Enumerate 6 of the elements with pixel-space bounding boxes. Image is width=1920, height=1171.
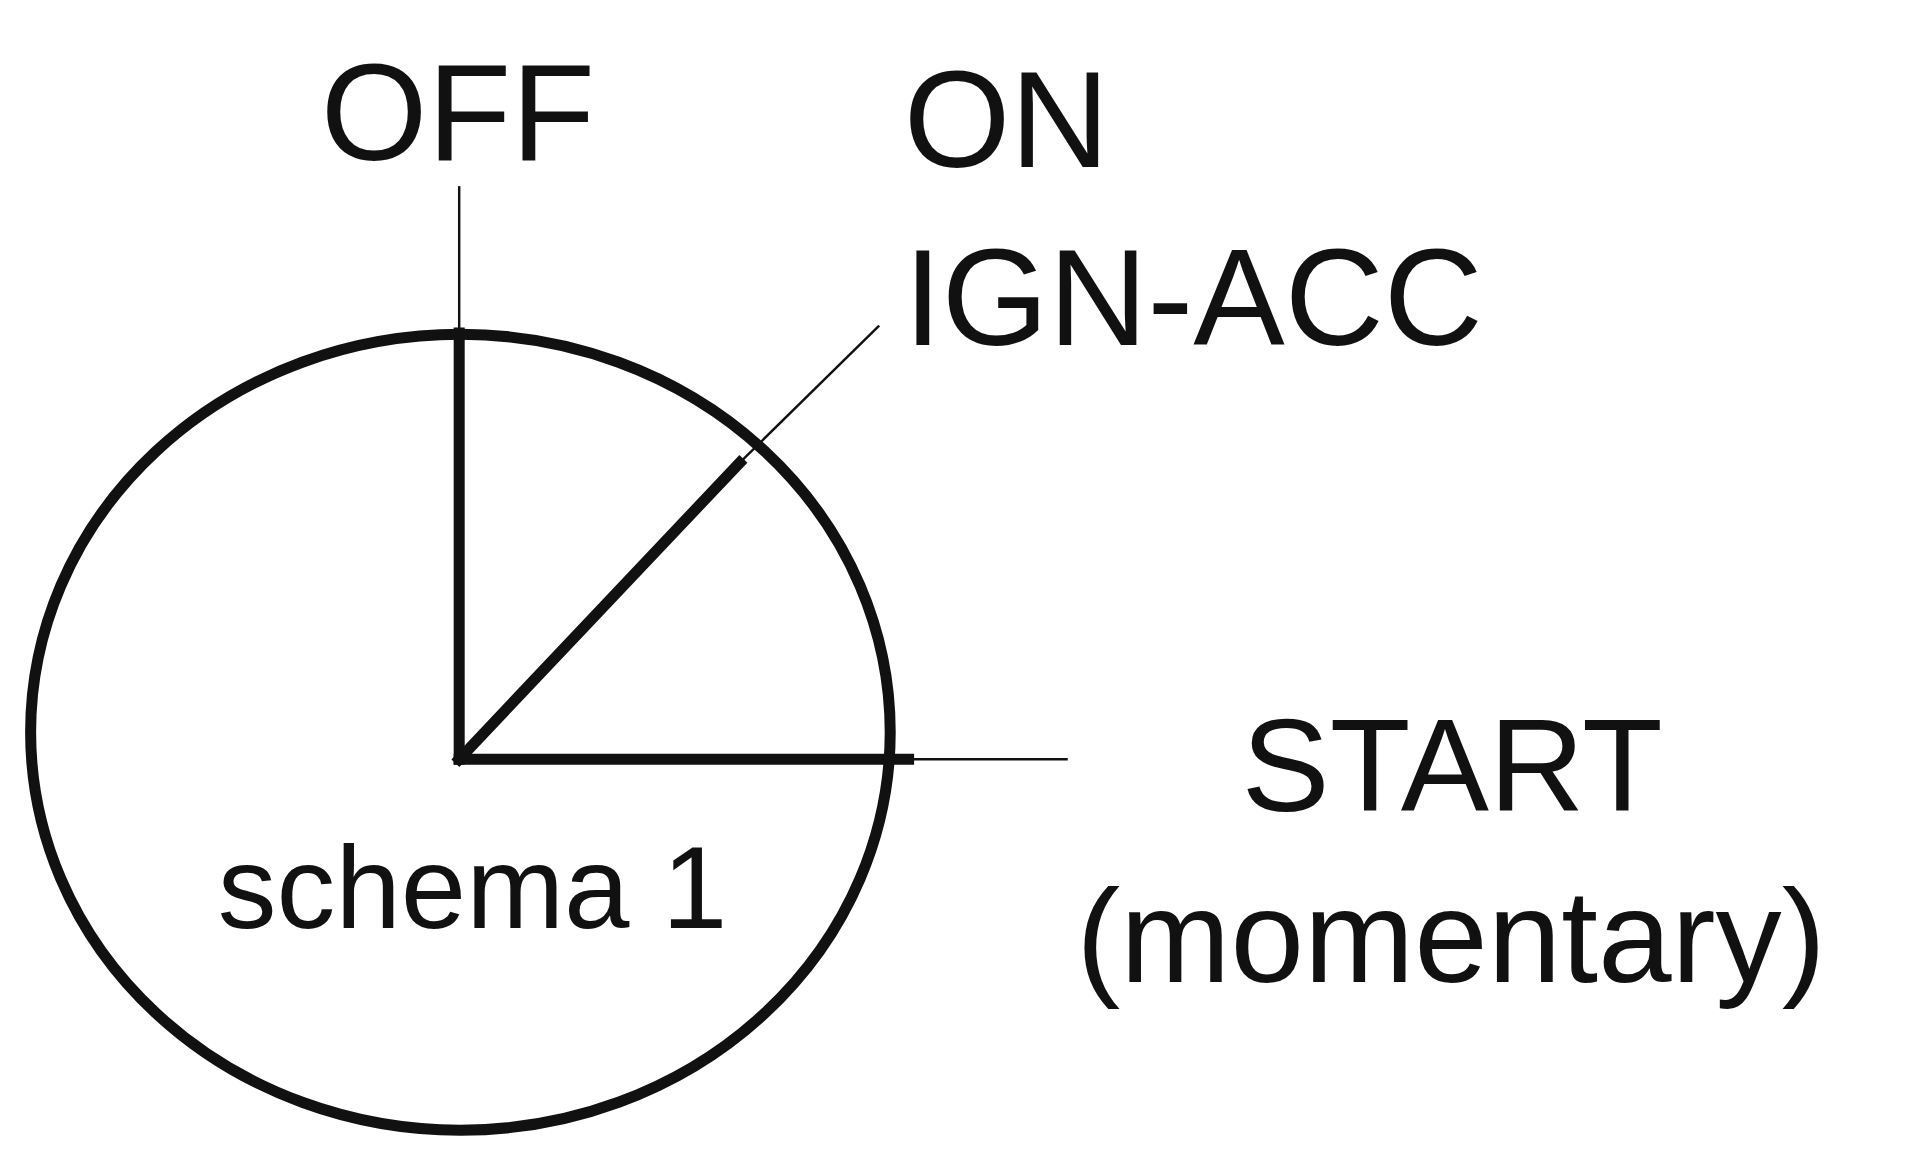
dial-label: schema 1 — [216, 820, 729, 955]
position-label: OFF — [320, 35, 597, 192]
position-label: ON IGN-ACC — [903, 41, 1484, 377]
leader-line — [457, 186, 461, 331]
position-label: START (momentary) — [1075, 689, 1827, 1013]
leader-line — [741, 324, 881, 462]
